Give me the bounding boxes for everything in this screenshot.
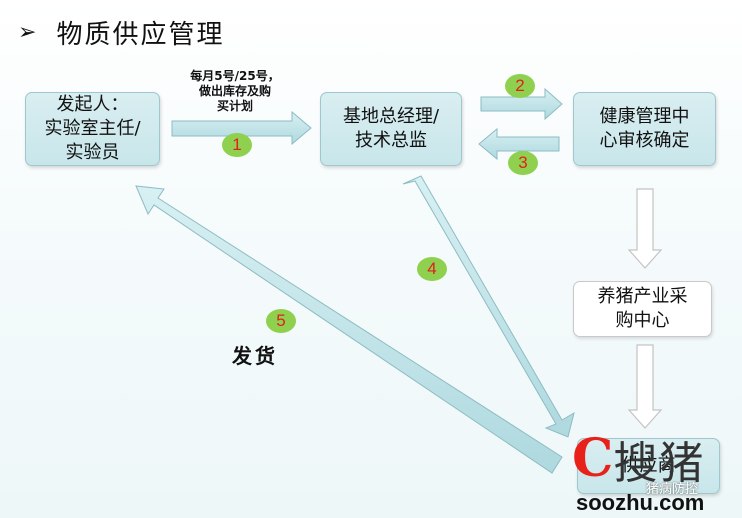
step-badge-4: 4 <box>417 257 447 281</box>
arrow-step-2 <box>480 87 563 121</box>
node-health-center: 健康管理中 心审核确定 <box>573 92 716 166</box>
node-manager: 基地总经理/ 技术总监 <box>320 92 462 166</box>
delivery-label: 发货 <box>232 344 278 368</box>
step-badge-5: 5 <box>266 309 296 333</box>
arrow-step-3 <box>478 127 560 161</box>
arrow-step-4 <box>402 175 575 438</box>
plan-note: 每月5号/25号， 做出库存及购 买计划 <box>190 69 280 113</box>
bullet-arrow-icon: ➢ <box>18 19 39 45</box>
watermark-logo-text: 搜猪 <box>613 438 706 489</box>
arrow-step-5 <box>135 185 563 474</box>
arrow-to-supplier <box>627 344 663 429</box>
watermark-c-icon: C <box>572 428 614 489</box>
node-initiator: 发起人： 实验室主任/ 实验员 <box>25 92 160 166</box>
watermark-sub: 猪病防控 <box>646 482 699 497</box>
node-purchasing: 养猪产业采 购中心 <box>573 281 712 337</box>
step-badge-3: 3 <box>508 151 538 175</box>
step-badge-1: 1 <box>222 133 252 157</box>
slide-title-text: 物质供应管理 <box>56 19 225 50</box>
arrow-to-purchasing <box>627 188 663 269</box>
watermark-logo: C 搜猪 <box>572 428 732 490</box>
step-badge-2: 2 <box>505 74 535 98</box>
watermark-url: soozhu.com <box>576 490 705 515</box>
slide-title: ➢ 物质供应管理 <box>18 14 224 50</box>
arrow-step-1 <box>171 110 312 146</box>
node-supplier: 供应商 <box>577 438 720 494</box>
